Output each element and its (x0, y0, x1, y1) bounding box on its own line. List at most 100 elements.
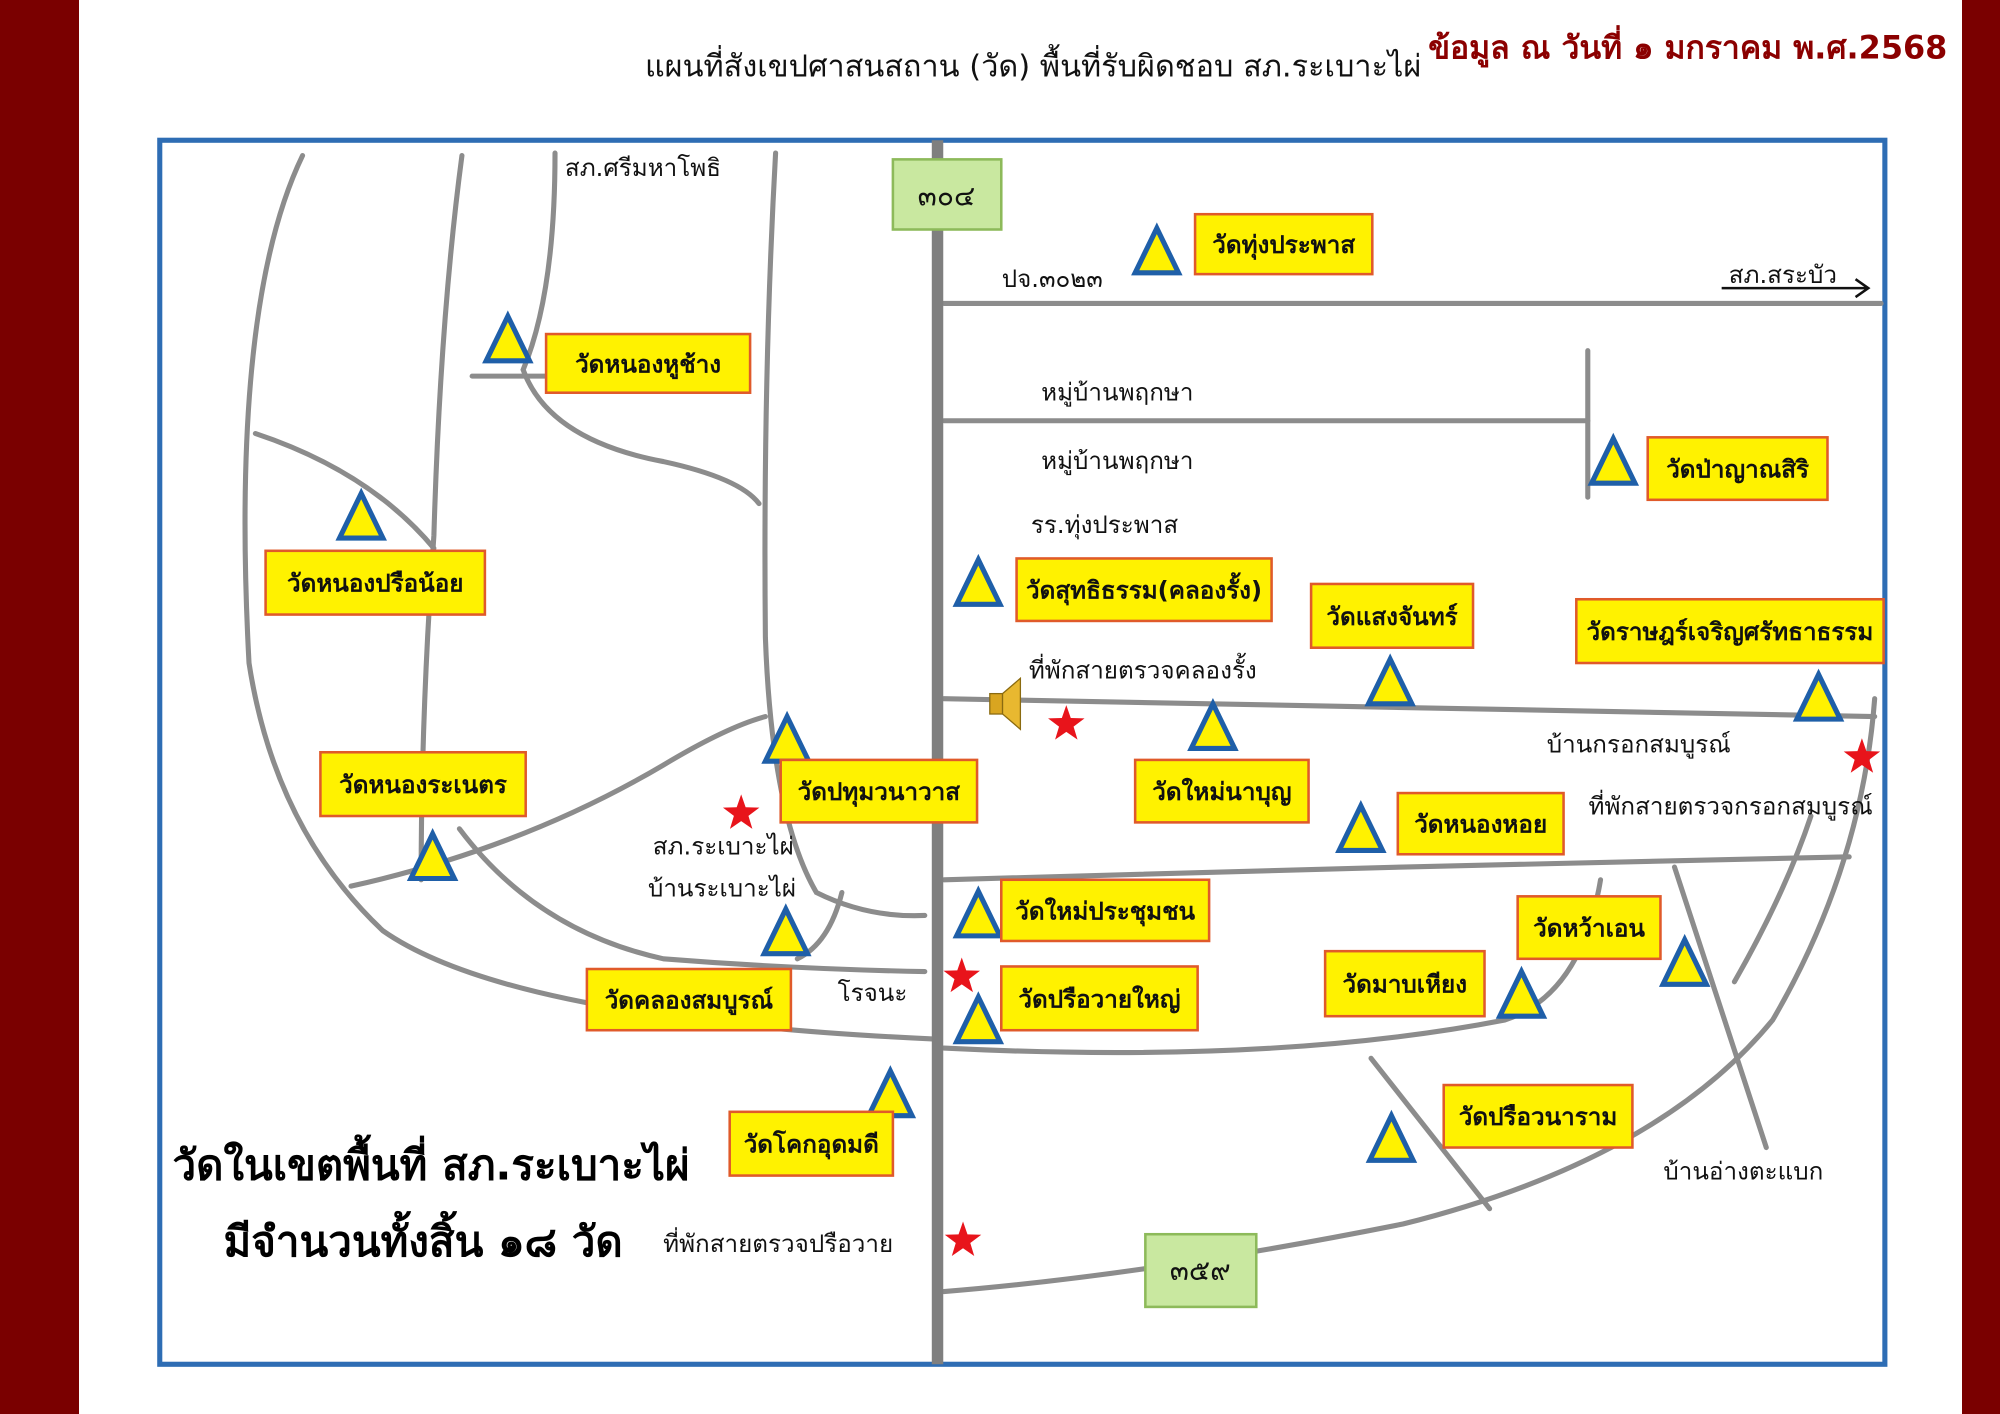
road-sign-304-label: ๓๐๔ (918, 179, 976, 212)
place-label: สภ.สระบัว (1729, 261, 1837, 289)
temple-marker: วัดราษฎร์เจริญศรัทธาธรรม (1575, 597, 1885, 722)
temple-label-box (1575, 597, 1885, 665)
temple-label-box (264, 549, 487, 616)
road-sign-359: ๓๕๙ (1144, 1232, 1258, 1309)
place-label: ที่พักสายตรวจคลองรั้ง (1029, 652, 1257, 684)
map-border (157, 137, 1888, 1367)
temple-label-box (1646, 436, 1829, 502)
temple-label-box (1516, 895, 1662, 961)
temple-label-box (779, 758, 979, 824)
temple-name: วัดหนองปรือน้อย (287, 570, 463, 598)
temple-name: วัดหนองหอย (1414, 811, 1547, 839)
temple-label-box (728, 1110, 895, 1177)
temple-marker: วัดมาบเหียง (1323, 949, 1548, 1019)
temple-label-box (319, 750, 527, 818)
temple-marker: วัดหว้าเอน (1516, 895, 1711, 987)
temple-marker: วัดโคกอุดมดี (728, 1065, 917, 1177)
temple-marker: วัดป่าญาณสิริ (1587, 432, 1829, 502)
temple-triangle-icon (864, 1065, 917, 1119)
temple-marker: วัดสุทธิธรรม(คลองรั้ง) (952, 553, 1273, 623)
place-label: โรจนะ (838, 979, 908, 1007)
place-label: ปจ.๓๐๒๓ (1002, 265, 1103, 293)
place-label: หมู่บ้านพฤกษา (1041, 447, 1193, 476)
temple-triangle-icon (406, 828, 459, 882)
temple-name: วัดหนองหูช้าง (575, 350, 721, 379)
date-note: ข้อมูล ณ วันที่ ๑ มกราคม พ.ศ.2568 (1428, 25, 1947, 69)
temple-triangle-icon (1365, 1109, 1418, 1163)
place-label: รร.ทุ่งประพาส (1031, 511, 1178, 540)
place-label: หมู่บ้านพฤกษา (1041, 378, 1193, 407)
temple-label-box (1442, 1083, 1634, 1149)
temple-marker: วัดใหม่นาบุญ (1133, 697, 1310, 824)
police-post-star-icon (943, 957, 980, 993)
temple-triangle-icon (760, 903, 812, 957)
police-post-star-icon (1843, 738, 1881, 773)
place-label: สภ.ศรีมหาโพธิ (565, 154, 721, 182)
arrow-right-icon (1721, 278, 1871, 299)
temple-label-box (1309, 582, 1475, 649)
temple-label-box (1396, 791, 1565, 856)
place-label: บ้านอ่างตะแบก (1663, 1157, 1823, 1185)
temple-triangle-icon (1131, 222, 1183, 276)
temple-label-box (1015, 557, 1273, 623)
temple-name: วัดราษฎร์เจริญศรัทธาธรรม (1587, 618, 1874, 646)
place-label: ที่พักสายตรวจปรือวาย (663, 1227, 893, 1258)
police-post-star-icon (944, 1221, 982, 1257)
temple-marker: วัดปรือวนาราม (1365, 1083, 1634, 1163)
temple-marker: วัดปรือวายใหญ่ (952, 965, 1199, 1045)
temple-triangle-icon (1792, 668, 1845, 722)
place-label: บ้านกรอกสมบูรณ์ (1547, 730, 1731, 759)
temple-triangle-icon (335, 487, 387, 541)
temple-marker: วัดหนองหูช้าง (482, 310, 752, 394)
road-sign-304: ๓๐๔ (891, 158, 1003, 231)
speaker-icon (989, 676, 1022, 731)
temple-triangle-icon (1587, 432, 1640, 486)
temple-marker: วัดหนองหอย (1335, 791, 1565, 856)
temple-name: วัดปทุมวนาวาส (798, 778, 961, 808)
temple-marker: วัดหนองปรือน้อย (264, 487, 487, 616)
temple-label-box (1000, 965, 1199, 1032)
summary-line-2: มีจำนวนทั้งสิ้น ๑๘ วัด (224, 1210, 623, 1266)
temple-triangle-icon (952, 553, 1005, 607)
map-title: แผนที่สังเขปศาสนสถาน (วัด) พื้นที่รับผิด… (645, 44, 1421, 85)
temple-label-box (1133, 758, 1310, 824)
temple-name: วัดป่าญาณสิริ (1666, 455, 1809, 483)
temple-name: วัดโคกอุดมดี (744, 1130, 879, 1161)
place-label: สภ.ระเบาะไผ่ (653, 832, 794, 860)
temple-label-box (1193, 212, 1374, 276)
temple-name: วัดแสงจันทร์ (1326, 603, 1457, 631)
police-post-star-icon (1048, 705, 1085, 740)
temple-name: วัดทุ่งประพาส (1212, 231, 1355, 261)
temple-name: วัดปรือวนาราม (1459, 1103, 1618, 1131)
left-frame-band (0, 0, 79, 1414)
temple-label-box (1000, 878, 1211, 943)
temple-triangle-icon (1495, 965, 1548, 1019)
temple-name: วัดใหม่นาบุญ (1152, 777, 1291, 808)
temple-name: วัดหว้าเอน (1533, 915, 1645, 943)
summary-line-1: วัดในเขตพื้นที่ สภ.ระเบาะไผ่ (173, 1133, 690, 1189)
temple-name: วัดสุทธิธรรม(คลองรั้ง) (1026, 572, 1262, 607)
temple-name: วัดใหม่ประชุมชน (1015, 896, 1195, 927)
temple-label-box (544, 332, 752, 394)
right-frame-band (1962, 0, 2000, 1414)
temple-name: วัดปรือวายใหญ่ (1018, 984, 1180, 1013)
temple-label-box (585, 967, 793, 1032)
temple-triangle-icon (1187, 697, 1239, 751)
temple-name: วัดคลองสมบูรณ์ (605, 987, 773, 1016)
road-sign-359-label: ๓๕๙ (1170, 1254, 1231, 1287)
place-label: ที่พักสายตรวจกรอกสมบูรณ์ (1589, 790, 1873, 822)
temple-triangle-icon (1335, 799, 1387, 853)
temple-triangle-icon (1364, 653, 1416, 707)
temple-triangle-icon (1658, 933, 1711, 987)
temple-label-box (1323, 949, 1486, 1018)
temple-marker: วัดหนองระเนตร (319, 750, 527, 882)
temple-name: วัดหนองระเนตร (339, 771, 507, 799)
temple-marker: วัดปทุมวนาวาส (761, 710, 979, 824)
temple-triangle-icon (952, 991, 1005, 1045)
temple-marker: วัดทุ่งประพาส (1131, 212, 1374, 276)
temple-triangle-icon (952, 885, 1005, 939)
police-post-star-icon (722, 794, 760, 829)
temple-marker: วัดแสงจันทร์ (1309, 582, 1475, 707)
temple-triangle-icon (482, 310, 534, 364)
